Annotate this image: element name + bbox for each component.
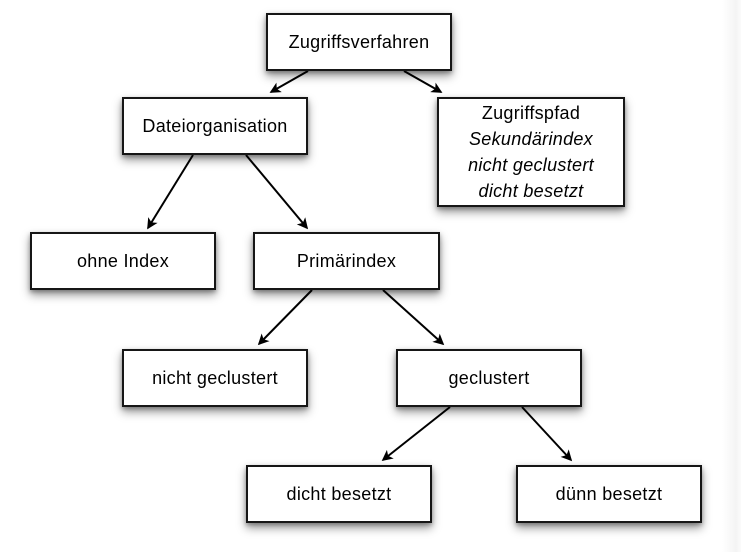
- node-zugriffspfad-line-4: dicht besetzt: [478, 181, 584, 201]
- node-zugriffsverfahren: Zugriffsverfahren: [266, 13, 452, 71]
- node-ohne-index-label: ohne Index: [76, 250, 170, 271]
- arrow-primaerindex-to-geclustert: [382, 289, 445, 346]
- node-dateiorganisation: Dateiorganisation: [122, 97, 308, 155]
- node-nicht-geclustert: nicht geclustert: [122, 349, 308, 407]
- node-nicht-geclustert-label: nicht geclustert: [152, 367, 278, 388]
- node-zugriffspfad-line-2: Sekundärindex: [469, 129, 593, 149]
- node-dicht-besetzt-label: dicht besetzt: [286, 483, 392, 504]
- node-zugriffspfad-line-3: nicht geclustert: [468, 155, 594, 175]
- arrow-root-to-zugriffspfad: [403, 70, 443, 93]
- arrow-dateiorganisation-to-primaerindex: [245, 154, 309, 230]
- node-primaerindex-label: Primärindex: [296, 250, 397, 271]
- node-geclustert: geclustert: [396, 349, 582, 407]
- node-primaerindex: Primärindex: [253, 232, 440, 290]
- arrow-dateiorganisation-to-ohne-index: [147, 154, 194, 230]
- node-ohne-index: ohne Index: [30, 232, 216, 290]
- node-zugriffsverfahren-label: Zugriffsverfahren: [288, 31, 430, 52]
- node-zugriffspfad-line-1: Zugriffspfad: [481, 103, 581, 123]
- arrow-geclustert-to-duenn-besetzt: [521, 406, 573, 462]
- node-dateiorganisation-label: Dateiorganisation: [142, 115, 288, 136]
- node-geclustert-label: geclustert: [448, 367, 530, 388]
- arrow-primaerindex-to-nicht-geclustert: [257, 289, 313, 346]
- node-duenn-besetzt-label: dünn besetzt: [555, 483, 663, 504]
- arrow-root-to-dateiorganisation: [269, 70, 309, 93]
- node-zugriffspfad: Zugriffspfad Sekundärindex nicht geclust…: [437, 97, 625, 207]
- arrow-geclustert-to-dicht-besetzt: [381, 406, 451, 462]
- node-duenn-besetzt: dünn besetzt: [516, 465, 702, 523]
- node-dicht-besetzt: dicht besetzt: [246, 465, 432, 523]
